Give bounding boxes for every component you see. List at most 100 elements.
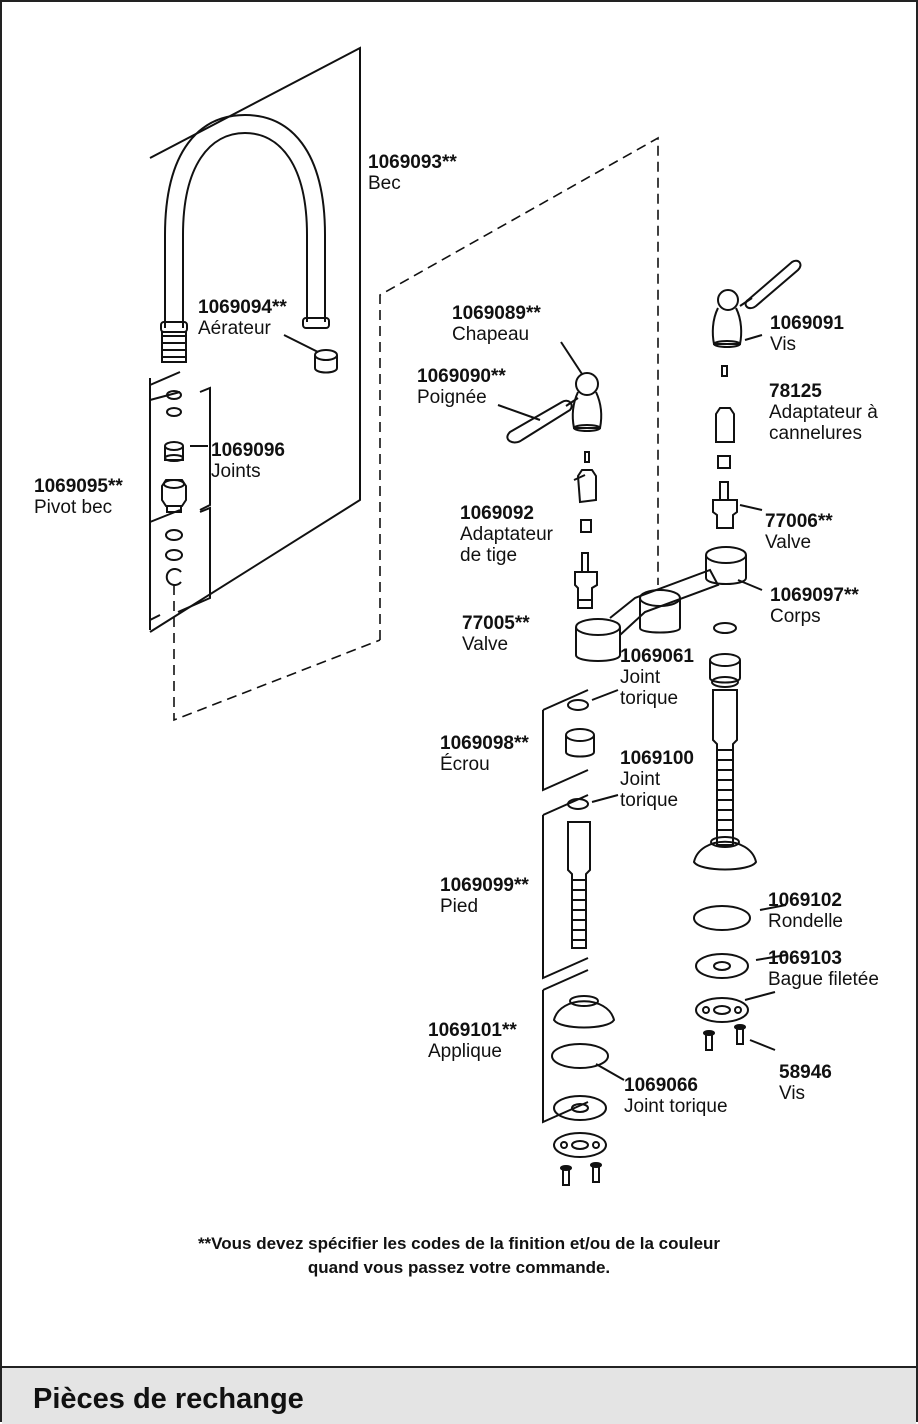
label-1069066: 1069066 Joint torique bbox=[624, 1075, 728, 1117]
section-header-bar bbox=[2, 1366, 916, 1424]
part-number: 1069097** bbox=[770, 585, 859, 606]
part-number: 1069066 bbox=[624, 1075, 698, 1096]
part-name-line2: torique bbox=[620, 688, 679, 709]
spout-icon bbox=[160, 113, 330, 363]
left-valve-icon bbox=[574, 552, 598, 609]
section-title: Pièces de rechange bbox=[33, 1383, 304, 1415]
footnote-line2: quand vous passez votre commande. bbox=[307, 1258, 611, 1277]
label-1069103: 1069103 Bague filetée bbox=[768, 948, 879, 990]
left-nut-icon bbox=[565, 728, 595, 758]
part-name: Bec bbox=[368, 173, 401, 194]
order-footnote: **Vous devez spécifier les codes de la f… bbox=[0, 1232, 918, 1280]
label-58946: 58946 Vis bbox=[779, 1062, 832, 1104]
label-1069097: 1069097** Corps bbox=[770, 585, 859, 627]
part-name-line1: Adaptateur bbox=[460, 524, 553, 545]
part-number: 1069094** bbox=[198, 297, 287, 318]
faucet-body-icon bbox=[575, 546, 747, 662]
left-spline-icon bbox=[580, 519, 592, 533]
label-1069102: 1069102 Rondelle bbox=[768, 890, 843, 932]
right-threaded-ring-icon bbox=[695, 997, 749, 1023]
right-valve-icon bbox=[712, 481, 738, 529]
footnote-line1: **Vous devez spécifier les codes de la f… bbox=[197, 1234, 721, 1253]
right-mounting-screws-icon bbox=[703, 1024, 746, 1051]
label-77006: 77006** Valve bbox=[765, 511, 833, 553]
label-1069101: 1069101** Applique bbox=[428, 1020, 517, 1062]
left-column-panel bbox=[542, 689, 589, 1124]
right-shank-icon bbox=[712, 689, 738, 846]
part-name: Joint torique bbox=[624, 1096, 728, 1117]
right-screw-icon bbox=[721, 365, 728, 377]
part-name: Poignée bbox=[417, 387, 487, 408]
label-1069091: 1069091 Vis bbox=[770, 313, 844, 355]
label-77005: 77005** Valve bbox=[462, 613, 530, 655]
part-name-line2: de tige bbox=[460, 545, 518, 566]
label-1069099: 1069099** Pied bbox=[440, 875, 529, 917]
left-escutcheon-icon bbox=[552, 995, 616, 1029]
left-oring-1-icon bbox=[567, 699, 589, 711]
part-name: Pivot bec bbox=[34, 497, 113, 518]
label-1069096: 1069096 Joints bbox=[211, 440, 285, 482]
label-1069098: 1069098** Écrou bbox=[440, 733, 529, 775]
part-number: 1069101** bbox=[428, 1020, 517, 1041]
aerator-icon bbox=[314, 349, 338, 374]
part-name: Écrou bbox=[440, 754, 490, 775]
label-1069090: 1069090** Poignée bbox=[417, 366, 506, 408]
part-name-line2: torique bbox=[620, 790, 679, 811]
left-oring-2-icon bbox=[567, 798, 589, 810]
part-number: 77005** bbox=[462, 613, 530, 634]
right-escutcheon-icon bbox=[692, 836, 758, 871]
right-oring-top-icon bbox=[713, 622, 737, 634]
right-handle-icon bbox=[711, 259, 802, 348]
label-1069095: 1069095** Pivot bec bbox=[34, 476, 123, 518]
right-oring-2-icon bbox=[711, 676, 739, 688]
right-nut-icon bbox=[709, 653, 741, 684]
part-name-line1: Joint bbox=[620, 769, 661, 790]
part-number: 77006** bbox=[765, 511, 833, 532]
part-name: Valve bbox=[765, 532, 812, 553]
spout-panel bbox=[149, 46, 361, 633]
part-number: 1069100 bbox=[620, 748, 694, 769]
part-name-line1: Joint bbox=[620, 667, 661, 688]
label-1069092: 1069092 Adaptateur de tige bbox=[460, 503, 553, 566]
right-washer-ring-icon bbox=[693, 905, 751, 931]
left-shank-icon bbox=[567, 821, 591, 949]
part-name: Rondelle bbox=[768, 911, 843, 932]
label-1069093: 1069093** Bec bbox=[368, 152, 457, 194]
part-name: Applique bbox=[428, 1041, 502, 1062]
part-number: 1069061 bbox=[620, 646, 694, 667]
left-mounting-screws-icon bbox=[560, 1162, 602, 1186]
part-number: 58946 bbox=[779, 1062, 832, 1083]
border-right bbox=[916, 0, 918, 1422]
part-name: Pied bbox=[440, 896, 479, 917]
left-screw-icon bbox=[584, 451, 590, 463]
left-threaded-ring-icon bbox=[553, 1132, 607, 1158]
part-name-line2: cannelures bbox=[769, 423, 862, 444]
part-name: Joints bbox=[211, 461, 261, 482]
part-number: 1069092 bbox=[460, 503, 534, 524]
label-1069061: 1069061 Joint torique bbox=[620, 646, 694, 709]
part-name: Bague filetée bbox=[768, 969, 879, 990]
part-number: 1069090** bbox=[417, 366, 506, 387]
part-name: Valve bbox=[462, 634, 509, 655]
right-washer-icon bbox=[695, 953, 749, 979]
right-spline-adapter-icon bbox=[715, 407, 735, 443]
part-name: Aérateur bbox=[198, 318, 271, 339]
part-number: 1069098** bbox=[440, 733, 529, 754]
part-name: Vis bbox=[779, 1083, 806, 1104]
pivot-seals bbox=[161, 390, 187, 586]
part-number: 1069096 bbox=[211, 440, 285, 461]
part-name: Corps bbox=[770, 606, 821, 627]
part-number: 1069091 bbox=[770, 313, 844, 334]
part-number: 1069089** bbox=[452, 303, 541, 324]
label-1069094: 1069094** Aérateur bbox=[198, 297, 287, 339]
part-number: 1069099** bbox=[440, 875, 529, 896]
part-number: 1069102 bbox=[768, 890, 842, 911]
left-washer-icon bbox=[553, 1095, 607, 1121]
part-number: 1069095** bbox=[34, 476, 123, 497]
left-handle-icon bbox=[506, 372, 603, 444]
border-top bbox=[0, 0, 918, 2]
part-number: 1069103 bbox=[768, 948, 842, 969]
label-78125: 78125 Adaptateur à cannelures bbox=[769, 381, 878, 444]
label-1069089: 1069089** Chapeau bbox=[452, 303, 541, 345]
